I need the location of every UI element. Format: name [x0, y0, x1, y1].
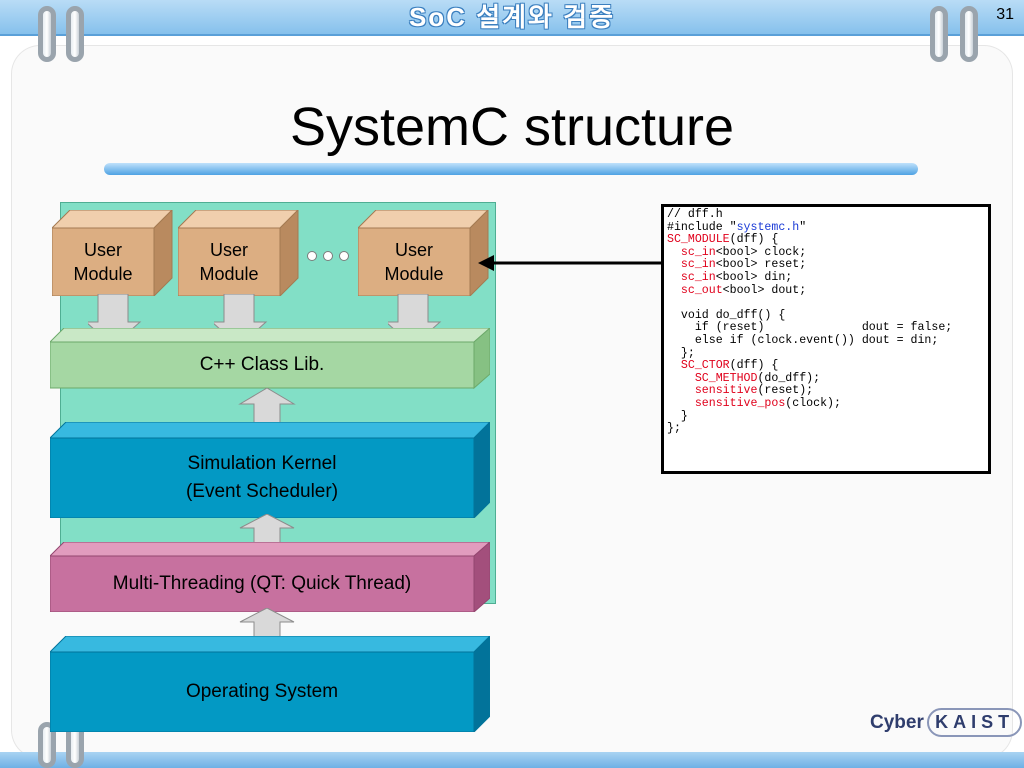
title-underline [104, 163, 918, 175]
binder-ring-icon [38, 6, 56, 62]
binder-ring-icon [66, 6, 84, 62]
page-number: 31 [996, 6, 1014, 23]
code-listing: // dff.h #include "systemc.h" SC_MODULE(… [661, 204, 991, 474]
footer-bar [0, 752, 1024, 768]
ellipsis-dots-icon [307, 251, 349, 261]
class-lib-label: C++ Class Lib. [199, 354, 325, 375]
class-lib-layer: C++ Class Lib. [50, 328, 490, 390]
user-module-label: User [209, 240, 248, 260]
user-module-label: Module [384, 264, 444, 284]
kernel-label: Simulation Kernel [187, 453, 337, 474]
pointer-arrow-icon [478, 255, 662, 271]
user-module-label: Module [199, 264, 259, 284]
header-title: SoC 설계와 검증 [408, 2, 616, 32]
slide-title: SystemC structure [289, 97, 735, 157]
header-bar [0, 0, 1024, 36]
operating-system-label: Operating System [185, 681, 339, 702]
user-module-label: User [83, 240, 122, 260]
user-module-label: User [394, 240, 433, 260]
operating-system-layer: Operating System [50, 636, 490, 732]
multithreading-layer: Multi-Threading (QT: Quick Thread) [50, 542, 490, 612]
kernel-label: (Event Scheduler) [185, 481, 339, 502]
logo-cyber-text: Cyber [870, 712, 924, 733]
binder-ring-icon [38, 722, 56, 768]
cyber-kaist-logo: Cyber KAIST [870, 708, 1023, 737]
simulation-kernel-layer: Simulation Kernel (Event Scheduler) [50, 422, 490, 518]
multithreading-label: Multi-Threading (QT: Quick Thread) [112, 573, 412, 594]
binder-ring-icon [960, 6, 978, 62]
user-module-label: Module [73, 264, 133, 284]
logo-kaist-text: KAIST [927, 708, 1023, 737]
binder-ring-icon [930, 6, 948, 62]
